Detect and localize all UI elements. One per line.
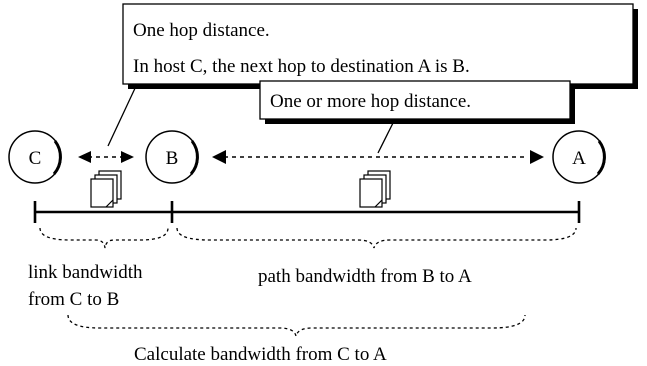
one-hop-description: In host C, the next hop to destination A… <box>133 56 470 77</box>
multi-hop-callout: One or more hop distance. <box>259 80 575 154</box>
node-b: B <box>145 130 199 184</box>
node-b-label: B <box>166 148 179 169</box>
one-hop-callout: One hop distance. In host C, the next ho… <box>107 3 638 147</box>
path-bandwidth-label: path bandwidth from B to A <box>258 266 472 287</box>
node-a-label: A <box>572 148 586 169</box>
node-c: C <box>8 130 62 184</box>
arrow-b-a <box>212 150 544 164</box>
link-bandwidth-label: link bandwidth <box>28 262 143 283</box>
multi-hop-pointer <box>377 118 396 154</box>
node-c-label: C <box>29 148 42 169</box>
link-bandwidth-sublabel: from C to B <box>28 289 119 310</box>
distance-line <box>33 201 581 223</box>
brace-c-b <box>39 227 169 249</box>
multi-hop-title: One or more hop distance. <box>270 91 471 112</box>
node-a: A <box>552 130 606 184</box>
one-hop-title: One hop distance. <box>133 20 270 41</box>
brace-b-a <box>176 227 577 249</box>
packet-icon-c-b <box>90 170 122 208</box>
brace-c-a <box>67 314 526 337</box>
packet-icon-b-a <box>359 170 391 208</box>
calculate-bandwidth-label: Calculate bandwidth from C to A <box>134 344 387 365</box>
one-hop-pointer <box>107 83 138 147</box>
arrow-c-b <box>78 151 134 163</box>
